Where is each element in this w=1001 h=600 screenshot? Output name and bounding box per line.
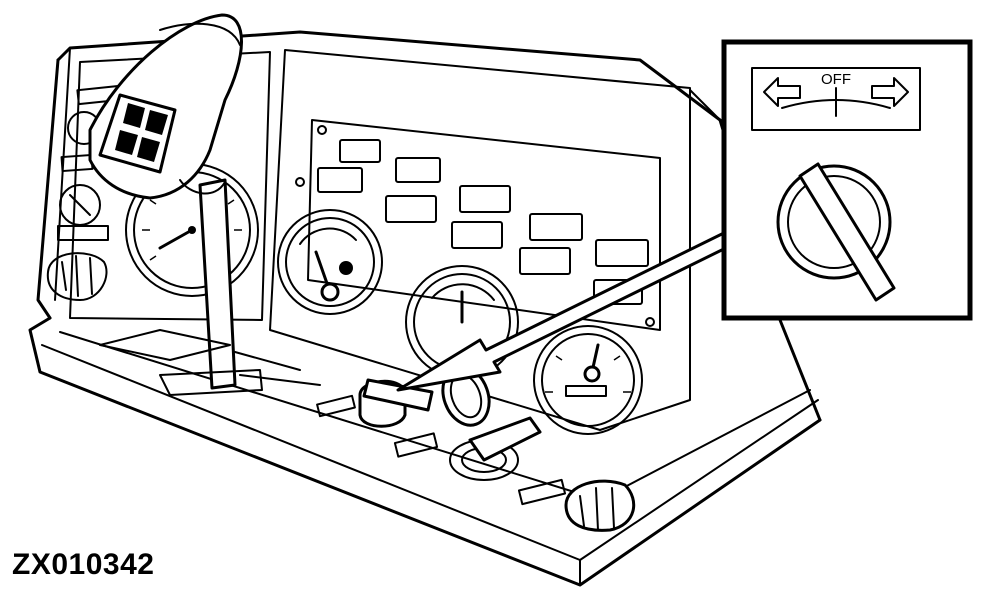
off-label: OFF: [821, 71, 851, 88]
left-arrow-icon: [763, 77, 801, 107]
inset-detail: OFF: [721, 39, 973, 321]
figure-id-code: ZX010342: [12, 548, 155, 581]
hour-meter-gauge: [533, 325, 643, 435]
front-labels: [316, 394, 567, 506]
fuel-gauge: [277, 209, 383, 315]
joystick-lever: [88, 13, 321, 396]
pointer-arrow-icon: [396, 228, 740, 392]
switch-panel: [295, 119, 661, 331]
rotary-switch: [358, 378, 434, 428]
right-arrow-icon: [871, 77, 909, 107]
front-knob: [564, 479, 636, 532]
